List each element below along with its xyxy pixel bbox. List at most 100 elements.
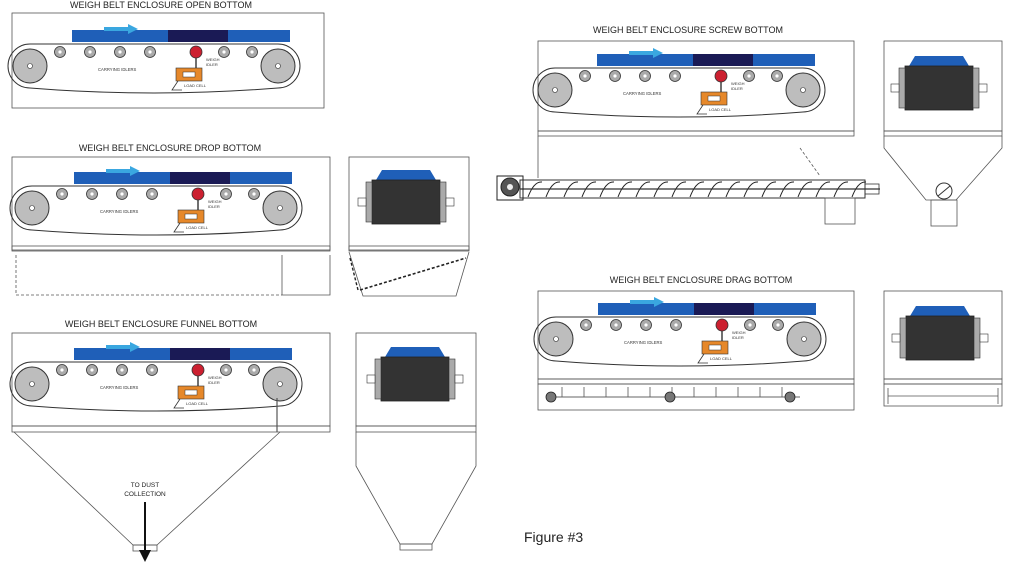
enclosure-rail [537, 378, 855, 385]
side-screw-discharge [930, 199, 958, 227]
dust-label-1: TO DUST [131, 482, 159, 489]
drag-bottom-title: WEIGH BELT ENCLOSURE DRAG BOTTOM [610, 275, 793, 285]
idler-hub [90, 368, 94, 372]
carrying-idlers-label: CARRYING IDLERS [624, 340, 663, 345]
idler-hub [118, 50, 122, 54]
weigh-idler-label-1: WEIGH [731, 81, 745, 86]
idler-hub [583, 74, 587, 78]
idler-hub [775, 74, 779, 78]
weigh-zone-material [170, 348, 230, 360]
side-shaft-right [978, 83, 988, 93]
pulley-hub [29, 205, 35, 211]
idler-hub [60, 192, 64, 196]
weigh-idler-label-2: IDLER [731, 86, 743, 91]
load-cell-label: LOAD CELL [186, 401, 209, 406]
idler-hub [150, 192, 154, 196]
load-cell-slot [707, 95, 721, 102]
side-bearing-right [973, 317, 981, 359]
flow-arrow-icon [106, 166, 140, 176]
side-screw-circle [935, 182, 953, 200]
idler-hub [148, 50, 152, 54]
load-cell-mount [173, 398, 184, 409]
belt-loop [532, 67, 826, 118]
screw-bottom-panel: WEIGH BELT ENCLOSURE SCREW BOTTOM CARRYI… [496, 25, 1003, 227]
load-cell-mount [173, 222, 184, 233]
side-material-top [909, 56, 969, 66]
weigh-zone-material [170, 172, 230, 184]
idler-hub [614, 323, 618, 327]
load-cell-label: LOAD CELL [184, 83, 207, 88]
flow-arrow-icon [629, 48, 663, 58]
material-left [74, 172, 170, 184]
weigh-idler-label-1: WEIGH [732, 330, 746, 335]
side-unit-drop [357, 170, 455, 225]
side-belt-body [380, 356, 450, 402]
side-screw-hopper [883, 136, 1003, 201]
pulley-hub [801, 336, 807, 342]
load-cell-label: LOAD CELL [186, 225, 209, 230]
idler-hub [120, 192, 124, 196]
idler-hub [120, 368, 124, 372]
side-view-rail [355, 425, 477, 433]
screw-bottom-title: WEIGH BELT ENCLOSURE SCREW BOTTOM [593, 25, 783, 35]
flow-arrow-icon [104, 24, 138, 34]
side-material-top [910, 306, 970, 316]
flow-arrow-icon [106, 342, 140, 352]
pulley-hub [277, 205, 283, 211]
side-funnel-hopper [355, 432, 477, 545]
idler-hub [673, 74, 677, 78]
idler-hub [584, 323, 588, 327]
material-right [230, 348, 292, 360]
weigh-idler-label-2: IDLER [208, 204, 220, 209]
material-right [228, 30, 290, 42]
idler-hub [252, 192, 256, 196]
load-cell-label: LOAD CELL [709, 107, 732, 112]
idler-hub [60, 368, 64, 372]
load-cell-slot [708, 344, 722, 351]
load-cell-slot [182, 71, 196, 78]
drive-housing [496, 175, 524, 201]
enclosure-frame [11, 156, 331, 251]
carrying-idlers-label: CARRYING IDLERS [623, 91, 662, 96]
idler-hub [644, 323, 648, 327]
load-cell-mount [171, 80, 182, 91]
side-bearing-left [899, 317, 907, 359]
drag-trough [537, 383, 855, 411]
weigh-idler-icon [189, 45, 203, 59]
drop-door-swing-arc [349, 257, 359, 291]
weigh-idler-icon [191, 363, 205, 377]
weigh-idler-icon [714, 69, 728, 83]
carrying-idlers-label: CARRYING IDLERS [100, 385, 139, 390]
funnel-bottom-panel: WEIGH BELT ENCLOSURE FUNNEL BOTTOM CARRY… [9, 319, 477, 562]
belt-loop [7, 43, 301, 94]
load-cell-slot [184, 213, 198, 220]
idler-hub [643, 74, 647, 78]
side-unit-drag [891, 306, 989, 361]
material-left [598, 303, 694, 315]
side-bearing-left [898, 67, 906, 109]
idler-hub [748, 323, 752, 327]
drop-door-dashed [15, 255, 282, 296]
drag-sprocket-mid [664, 391, 676, 403]
side-material-top [385, 347, 445, 357]
belt-loop [533, 316, 827, 367]
material-right [230, 172, 292, 184]
idler-hub [150, 368, 154, 372]
weigh-idler-label-2: IDLER [208, 380, 220, 385]
idler-hub [252, 368, 256, 372]
load-cell-label: LOAD CELL [710, 356, 733, 361]
enclosure-rail [537, 130, 855, 137]
load-cell-mount [697, 353, 708, 364]
side-unit-funnel [366, 347, 464, 402]
idler-hub [222, 50, 226, 54]
belt-loop [9, 185, 303, 236]
enclosure-rail [11, 425, 331, 433]
material-left [74, 348, 170, 360]
side-shaft-right [454, 374, 464, 384]
side-belt-body [905, 315, 975, 361]
carrying-idlers-label: CARRYING IDLERS [100, 209, 139, 214]
side-screw-flight [937, 185, 951, 197]
